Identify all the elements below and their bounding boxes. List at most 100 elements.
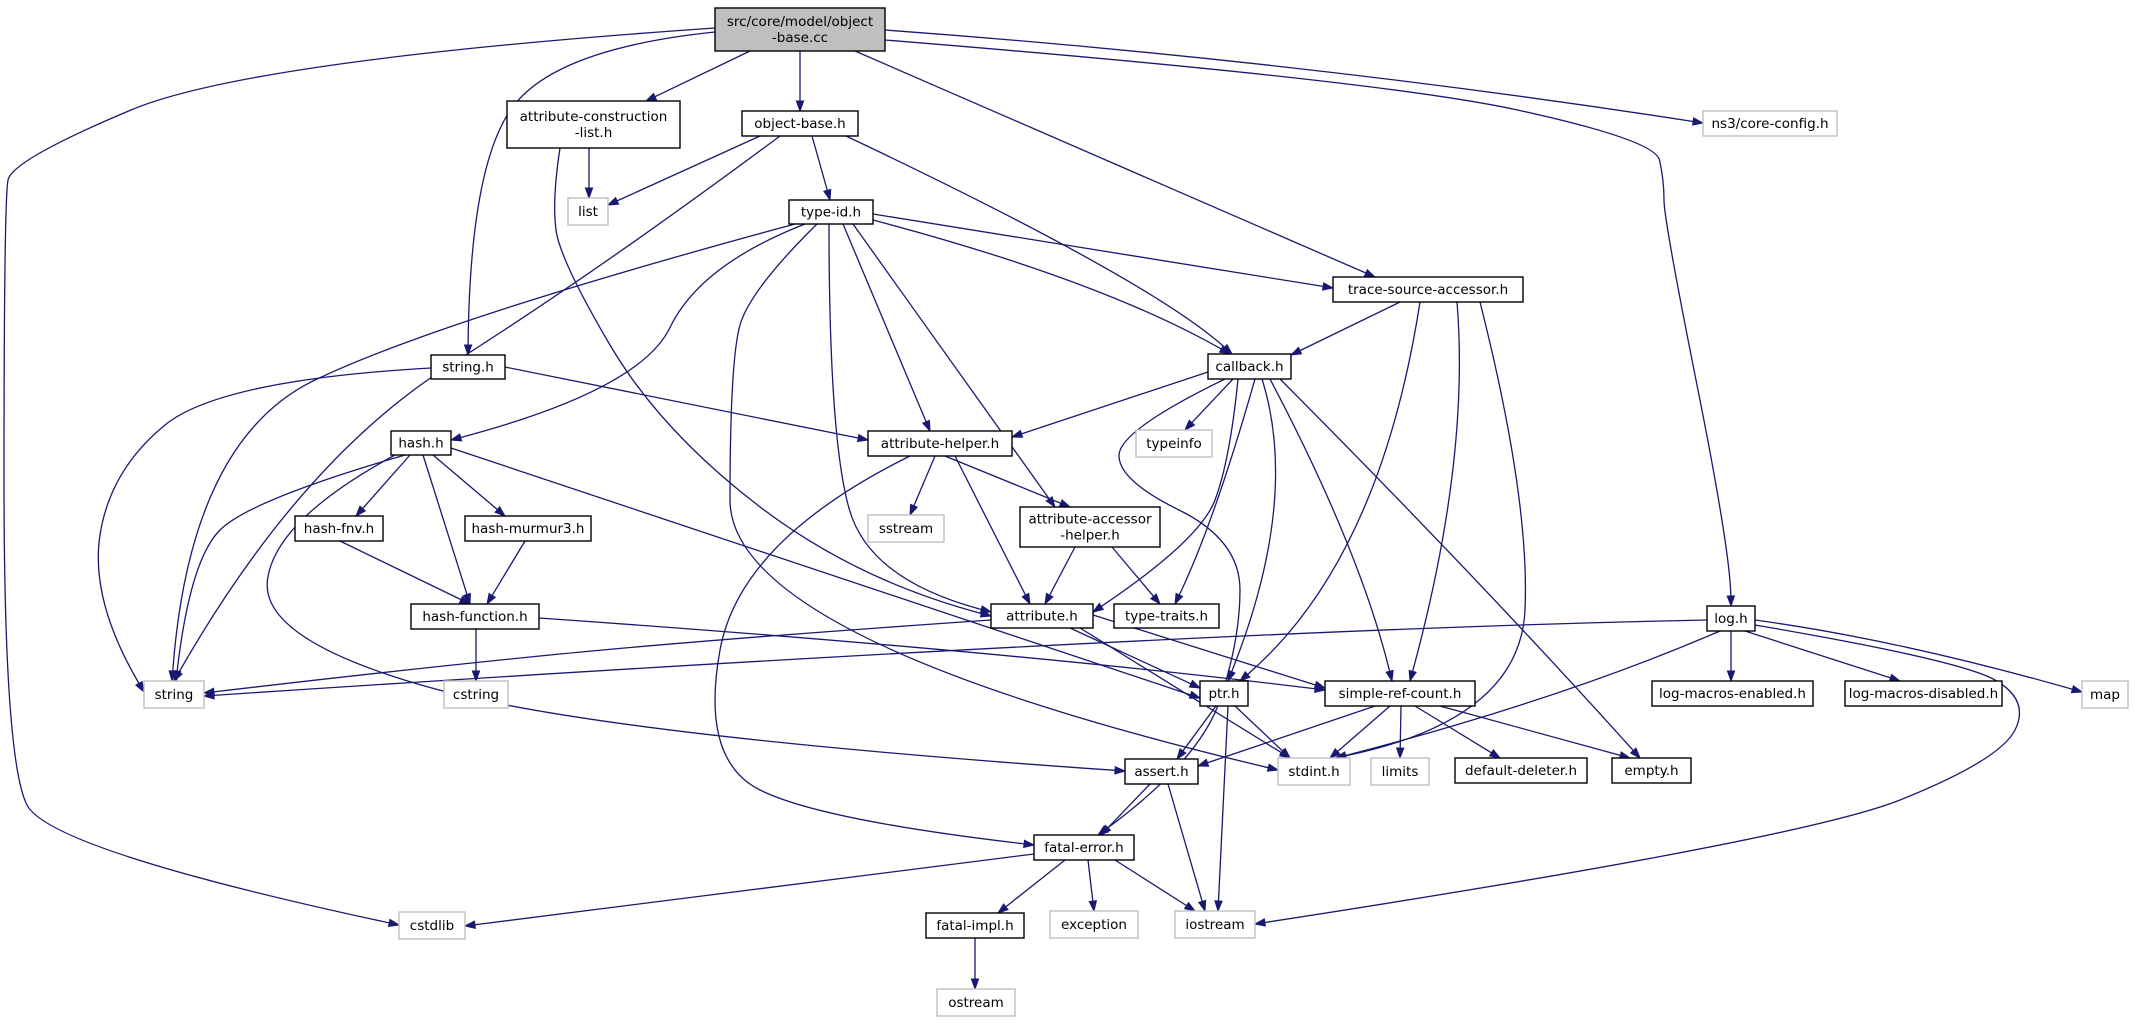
node-tsa[interactable]: trace-source-accessor.h: [1332, 276, 1524, 303]
node-label: empty.h: [1624, 763, 1678, 779]
edge-fatalerror-exception: [1087, 859, 1098, 913]
node-stringh[interactable]: string.h: [430, 354, 506, 380]
edge-typeid-attrhelper: [842, 223, 931, 433]
node-cstring[interactable]: cstring: [443, 680, 509, 709]
edge-attribute-ptr: [1069, 627, 1202, 689]
node-assert[interactable]: assert.h: [1124, 758, 1199, 785]
node-box: [506, 100, 681, 149]
edge-line: [213, 619, 1708, 696]
node-root[interactable]: src/core/model/object-base.cc: [714, 7, 886, 52]
edge-line: [845, 135, 1226, 348]
node-stdint[interactable]: stdint.h: [1277, 757, 1351, 786]
node-hash[interactable]: hash.h: [390, 430, 452, 456]
arrowhead-icon: [1408, 669, 1417, 683]
node-label: log-macros-enabled.h: [1659, 686, 1806, 702]
node-typeinfo[interactable]: typeinfo: [1135, 429, 1213, 458]
edge-line: [842, 223, 927, 423]
node-box: [2081, 680, 2129, 709]
node-hashfnv[interactable]: hash-fnv.h: [294, 515, 384, 542]
node-ostream[interactable]: ostream: [936, 988, 1016, 1017]
node-label: fatal-impl.h: [936, 918, 1013, 934]
edge-line: [1005, 859, 1066, 908]
node-limits[interactable]: limits: [1370, 757, 1430, 786]
node-box: [1199, 680, 1249, 707]
node-box: [1651, 680, 1814, 707]
node-defdel[interactable]: default-deleter.h: [1454, 757, 1588, 784]
node-attribute[interactable]: attribute.h: [990, 603, 1094, 629]
node-fatalimpl[interactable]: fatal-impl.h: [925, 912, 1025, 939]
node-callback[interactable]: callback.h: [1207, 353, 1292, 380]
edge-root-acl: [644, 50, 751, 102]
node-ptr[interactable]: ptr.h: [1199, 680, 1249, 707]
node-label: hash-function.h: [422, 609, 527, 625]
edge-stringh-string: [97, 367, 432, 694]
node-box: [867, 430, 1013, 457]
node-box: [1277, 757, 1351, 786]
node-label: assert.h: [1134, 764, 1188, 780]
node-typetraits[interactable]: type-traits.h: [1113, 603, 1220, 629]
node-label: hash.h: [398, 435, 443, 451]
node-objbase[interactable]: object-base.h: [741, 110, 859, 137]
node-map[interactable]: map: [2081, 680, 2129, 709]
node-iostream[interactable]: iostream: [1174, 910, 1256, 939]
edge-callback-empty: [1279, 378, 1641, 760]
node-box: [143, 680, 205, 709]
edge-line: [339, 540, 462, 601]
edge-tsa-src: [1408, 301, 1461, 683]
edge-line: [1079, 627, 1282, 754]
node-box: [1033, 834, 1135, 861]
node-label: trace-source-accessor.h: [1348, 282, 1508, 298]
node-logdis[interactable]: log-macros-disabled.h: [1844, 680, 2003, 707]
edge-stringh-attrhelper: [504, 366, 870, 443]
node-log[interactable]: log.h: [1706, 605, 1756, 632]
node-label: -list.h: [575, 125, 613, 141]
node-cstdlib[interactable]: cstdlib: [398, 911, 466, 940]
edge-objbase-typeid: [811, 135, 832, 202]
edge-line: [474, 853, 1035, 926]
node-acl[interactable]: attribute-construction-list.h: [506, 100, 681, 149]
node-aah[interactable]: attribute-accessor-helper.h: [1019, 506, 1161, 548]
node-exception[interactable]: exception: [1049, 910, 1139, 939]
node-hashfunc[interactable]: hash-function.h: [410, 603, 540, 630]
node-sstream[interactable]: sstream: [867, 514, 945, 543]
edge-line: [213, 619, 992, 693]
edge-line: [538, 617, 1316, 690]
edge-aah-typetraits: [1111, 546, 1161, 606]
node-label: attribute-construction: [520, 109, 668, 125]
edge-callback-typetraits: [1174, 378, 1256, 606]
node-src[interactable]: simple-ref-count.h: [1324, 680, 1476, 707]
node-hashmurmur[interactable]: hash-murmur3.h: [464, 515, 592, 542]
edge-line: [714, 455, 1025, 845]
edge-tsa-ptr: [1238, 301, 1421, 682]
edge-line: [1069, 627, 1192, 685]
node-label: list: [578, 204, 598, 220]
edge-callback-typeinfo: [1183, 378, 1234, 432]
node-empty[interactable]: empty.h: [1611, 757, 1692, 784]
node-label: map: [2090, 687, 2120, 703]
node-attrhelper[interactable]: attribute-helper.h: [867, 430, 1013, 457]
edge-log-iostream: [1253, 624, 2021, 927]
node-list[interactable]: list: [567, 197, 609, 226]
node-box: [567, 197, 609, 226]
node-typeid[interactable]: type-id.h: [788, 199, 874, 225]
node-coreconfig[interactable]: ns3/core-config.h: [1702, 110, 1838, 137]
edge-line: [176, 454, 406, 672]
node-logen[interactable]: log-macros-enabled.h: [1651, 680, 1814, 707]
node-box: [443, 680, 509, 709]
arrowhead-icon: [1488, 748, 1502, 759]
node-box: [1324, 680, 1476, 707]
node-label: string.h: [442, 359, 494, 375]
edge-line: [654, 50, 751, 98]
node-box: [1706, 605, 1756, 632]
arrowhead-icon: [1363, 268, 1377, 278]
node-fatalerror[interactable]: fatal-error.h: [1033, 834, 1135, 861]
edge-attribute-stdint: [1079, 627, 1292, 759]
node-string[interactable]: string: [143, 680, 205, 709]
edge-line: [854, 50, 1367, 274]
node-box: [410, 603, 540, 630]
arrowhead-icon: [996, 903, 1009, 914]
edge-line: [884, 39, 1732, 597]
node-box: [936, 988, 1016, 1017]
node-label: exception: [1061, 917, 1127, 933]
node-label: log.h: [1714, 611, 1747, 627]
